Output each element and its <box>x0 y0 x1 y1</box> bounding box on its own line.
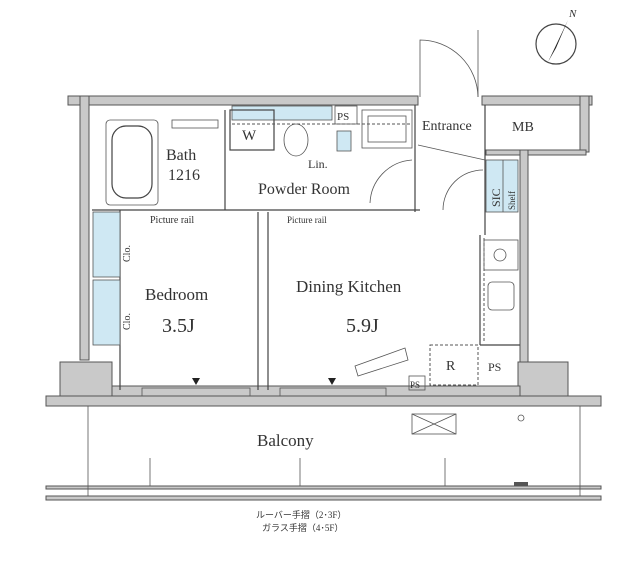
room-label: Clo. <box>122 245 133 262</box>
refrigerator-space <box>429 344 479 386</box>
room-label: Powder Room <box>258 181 351 198</box>
window <box>141 387 251 397</box>
room-label: Lin. <box>308 157 328 171</box>
room-label: 1216 <box>168 167 200 184</box>
outdoor-unit <box>411 413 457 435</box>
room-label: Picture rail <box>150 215 194 226</box>
washer-space <box>229 109 275 151</box>
room-label: PS <box>488 360 501 374</box>
railing-note: ルーバー手摺（2･3F） <box>256 509 346 520</box>
toilet-icon <box>283 123 309 157</box>
room-label: Dining Kitchen <box>296 277 402 296</box>
sink-cabinet <box>361 109 413 149</box>
door-icon <box>369 159 413 204</box>
room-label: Clo. <box>122 313 133 330</box>
room-label: PS <box>410 380 420 390</box>
walls <box>45 95 602 501</box>
room-label: 5.9J <box>346 315 379 337</box>
room-label: PS <box>337 111 349 123</box>
room-label: Balcony <box>257 431 314 450</box>
railing-note: ガラス手摺（4･5F） <box>262 522 343 533</box>
room-label: N <box>568 8 577 20</box>
partitions <box>92 105 520 390</box>
stove-icon <box>483 239 519 271</box>
north-compass-icon: N <box>535 8 577 65</box>
bathtub-icon <box>105 119 159 206</box>
room-label: MB <box>512 120 534 135</box>
room-label: Entrance <box>422 119 472 134</box>
room-label: 3.5J <box>162 315 195 337</box>
room-label: W <box>242 128 257 144</box>
kitchen-sink-icon <box>487 281 515 311</box>
room-label: Picture rail <box>287 215 327 225</box>
room-label: R <box>446 359 456 374</box>
entrance-door-icon <box>419 39 479 98</box>
window <box>279 387 387 397</box>
door-icon <box>442 169 484 211</box>
room-label: SIC <box>489 188 503 207</box>
room-label: Shelf <box>507 191 517 210</box>
room-label: Bedroom <box>145 285 208 304</box>
room-label: Bath <box>166 147 196 164</box>
